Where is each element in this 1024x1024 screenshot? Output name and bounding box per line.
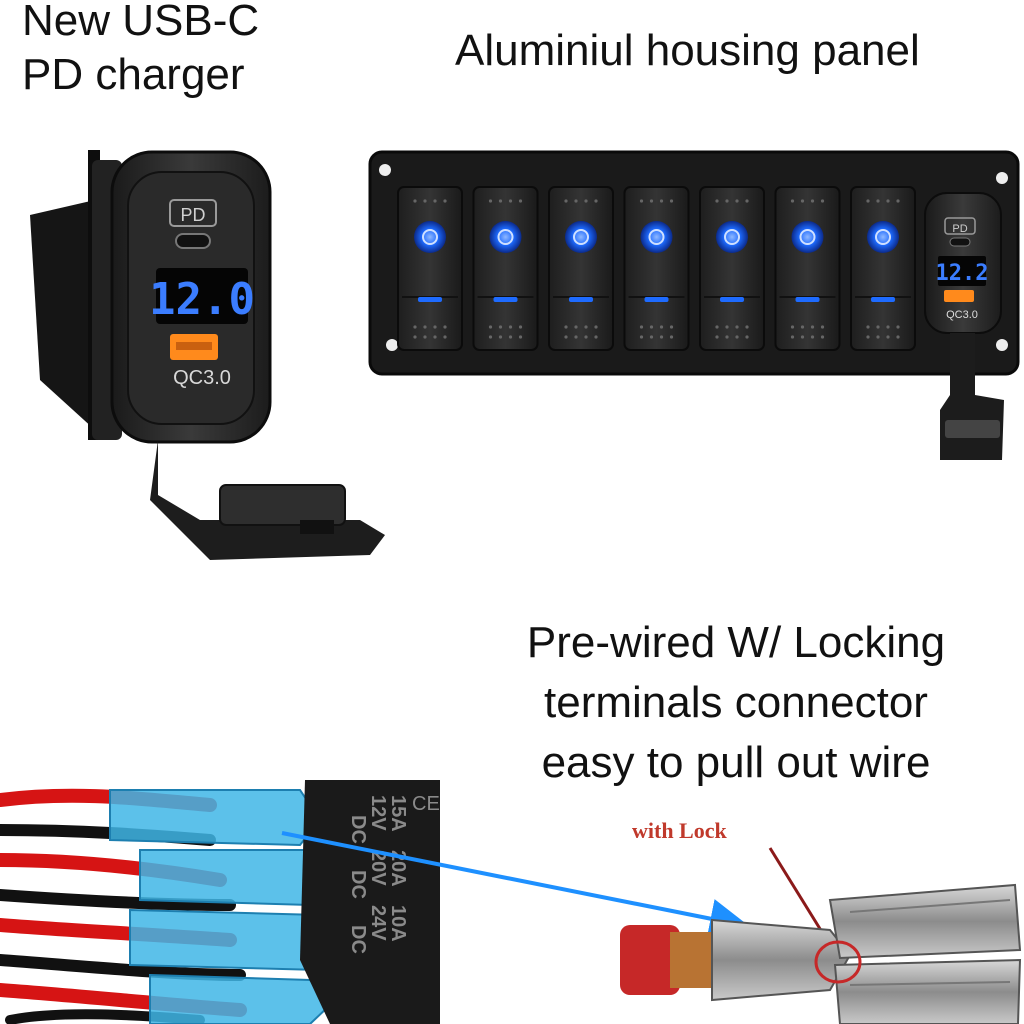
relay-marking: DC: [347, 925, 369, 954]
relay-marking: 12V: [367, 795, 389, 831]
mount-hole-icon: [379, 164, 391, 176]
relay-marking: DC: [347, 870, 369, 899]
panel-pd-label: PD: [952, 223, 967, 235]
mount-hole-icon: [386, 339, 398, 351]
indicator-bar-icon: [418, 297, 442, 302]
charger-voltage-readout: 12.0: [149, 274, 255, 325]
mount-hole-icon: [996, 339, 1008, 351]
lock-highlight-circle-icon: [814, 940, 862, 984]
panel-voltage-readout: 12.2: [936, 261, 989, 286]
power-led-icon: [414, 221, 446, 253]
usb-caption-line-2: PD charger: [22, 50, 245, 99]
rocker-switch: [472, 186, 539, 351]
panel-usb-charger: PD 12.2 QC3.0: [924, 192, 1004, 460]
relay-marking: 10A: [387, 905, 409, 942]
rocker-switch: [548, 186, 614, 351]
wiring-caption: Pre-wired W/ Locking terminals connector…: [466, 613, 1006, 793]
panel-plate: [368, 150, 1020, 376]
charger-voltage-display: [156, 268, 248, 324]
rocker-switch-group: [397, 186, 916, 351]
wiring-caption-line-3: easy to pull out wire: [541, 738, 931, 787]
usb-c-port-icon: [175, 233, 211, 249]
rocker-switch: [774, 186, 841, 351]
charger-back-housing: [30, 200, 95, 430]
wiring-caption-line-2: terminals connector: [544, 678, 928, 727]
relay-marking: DC: [347, 815, 369, 844]
indicator-bar-icon: [493, 297, 518, 302]
rocker-switch: [397, 186, 463, 351]
power-led-icon: [791, 221, 824, 253]
charger-pd-label: PD: [180, 205, 205, 225]
lock-label: with Lock: [632, 818, 728, 843]
panel-qc-label: QC3.0: [946, 309, 978, 321]
relay-marking: 24V: [367, 905, 389, 941]
rocker-switch: [623, 186, 690, 351]
indicator-bar-icon: [795, 297, 820, 302]
ce-mark-icon: CE: [412, 793, 440, 815]
relay-marking: 20V: [367, 850, 389, 886]
usb-charger-module: PD 12.0 QC3.0: [30, 150, 385, 560]
wiring-harness: 15A 12V DC 20A 20V DC 10A 24V DC CE: [0, 780, 440, 1024]
charger-qc-label: QC3.0: [173, 367, 231, 389]
power-led-icon: [640, 221, 673, 253]
pd-bracket-icon: [169, 199, 217, 227]
switch-panel: PD 12.2 QC3.0: [368, 150, 1020, 460]
rocker-switch: [699, 186, 765, 351]
relay-body: [300, 780, 440, 1024]
power-led-icon: [716, 221, 748, 253]
mount-hole-icon: [996, 172, 1008, 184]
rocker-switch: [850, 186, 916, 351]
indicator-bar-icon: [569, 297, 593, 302]
indicator-bar-icon: [644, 297, 669, 302]
callout-arrow-icon: [281, 831, 750, 939]
power-led-icon: [489, 221, 522, 253]
panel-caption: Aluminiul housing panel: [455, 26, 920, 75]
locking-terminal: with Lock: [620, 818, 1022, 1024]
power-led-icon: [565, 221, 597, 253]
wiring-caption-line-1: Pre-wired W/ Locking: [526, 618, 946, 667]
indicator-bar-icon: [720, 297, 744, 302]
power-led-icon: [867, 221, 899, 253]
usb-caption-line-1: New USB-C: [22, 0, 260, 45]
usb-charger-caption: New USB-C PD charger: [22, 0, 322, 102]
indicator-bar-icon: [871, 297, 895, 302]
relay-marking: 15A: [387, 795, 409, 832]
